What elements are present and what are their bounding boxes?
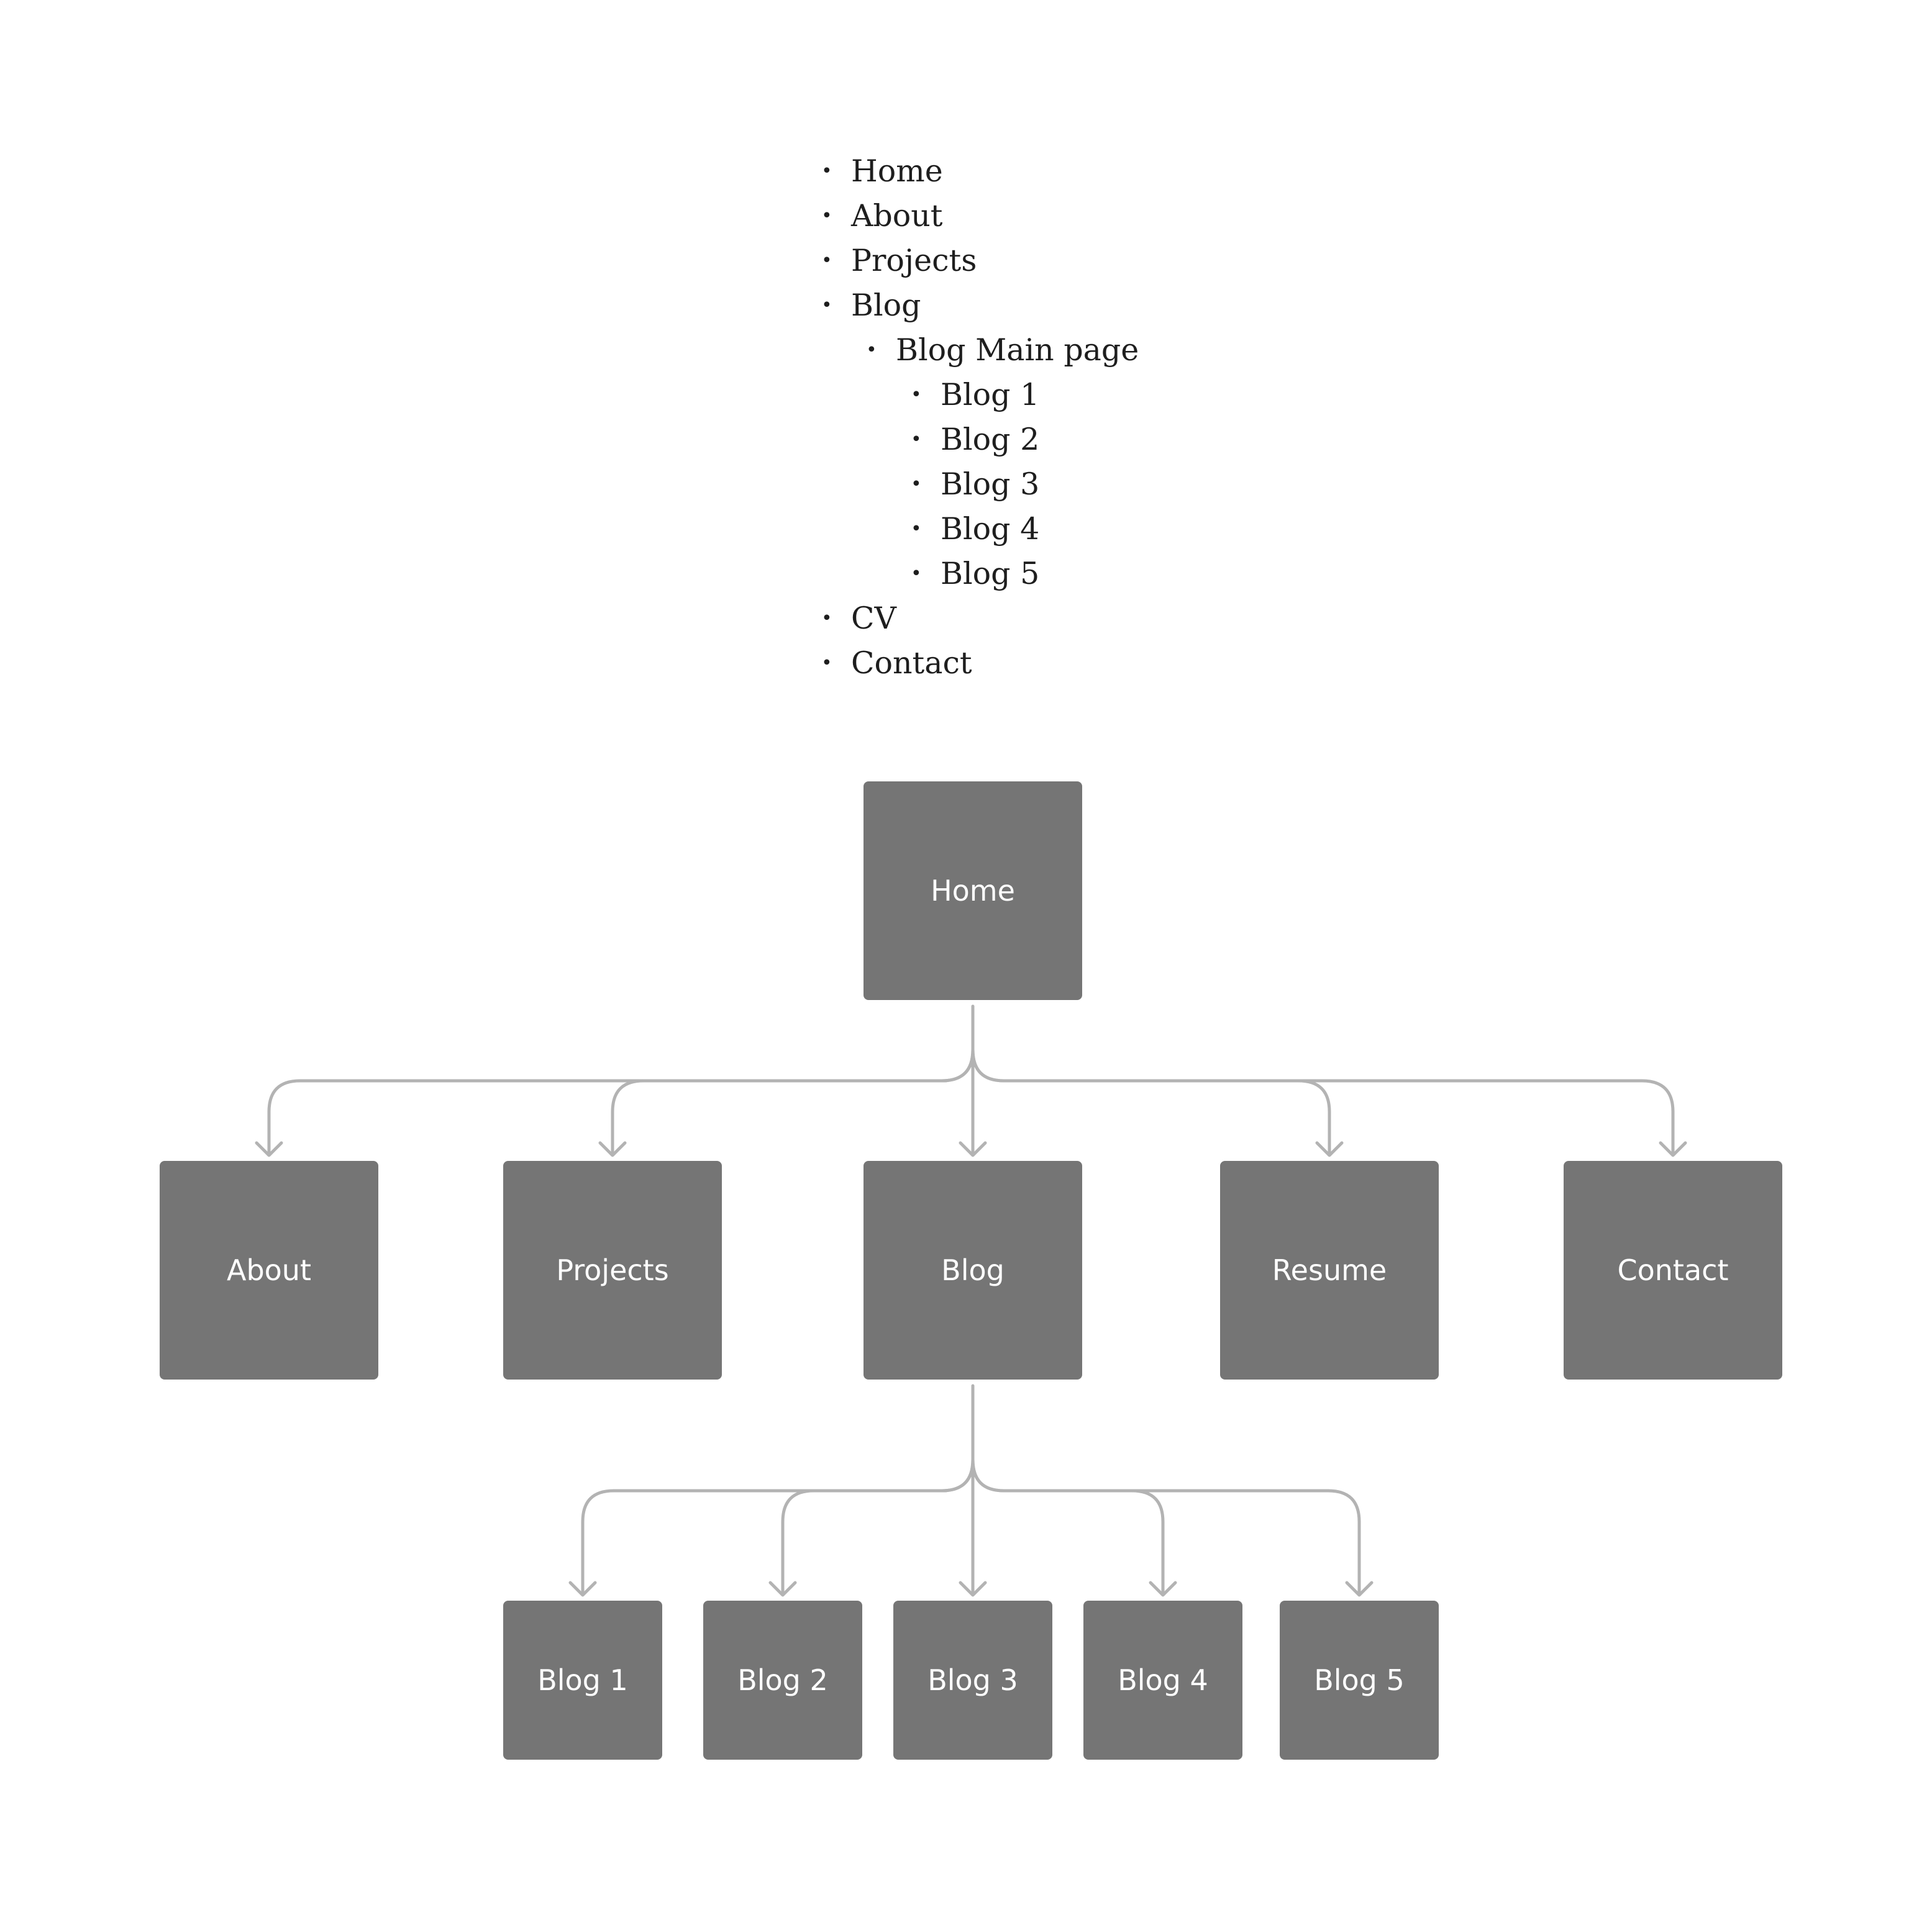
node-label: Blog 4 bbox=[1118, 1663, 1208, 1697]
outline-item-blog-2: • Blog 2 bbox=[808, 417, 1139, 462]
bullet-icon: • bbox=[821, 607, 832, 629]
outline-item-blog-1: • Blog 1 bbox=[808, 373, 1139, 417]
level2-arrowheads bbox=[568, 1581, 1374, 1597]
connector-home-contact bbox=[971, 1048, 1675, 1156]
connector-blog-blog1 bbox=[581, 1458, 975, 1596]
node-label: Blog 2 bbox=[737, 1663, 828, 1697]
outline-label: Blog 1 bbox=[941, 377, 1040, 412]
outline-label: Blog Main page bbox=[896, 332, 1139, 368]
node-contact: Contact bbox=[1564, 1161, 1782, 1380]
bullet-icon: • bbox=[911, 563, 922, 584]
node-label: About bbox=[226, 1253, 311, 1287]
node-blog-4: Blog 4 bbox=[1083, 1601, 1242, 1760]
outline-label: Blog 4 bbox=[941, 511, 1040, 547]
node-projects: Projects bbox=[503, 1161, 722, 1380]
node-label: Resume bbox=[1272, 1253, 1387, 1287]
node-blog-3: Blog 3 bbox=[893, 1601, 1052, 1760]
arrow-down-icon bbox=[568, 1581, 597, 1597]
outline-label: Blog bbox=[851, 288, 921, 323]
arrow-down-icon bbox=[1149, 1581, 1177, 1597]
outline-label: Contact bbox=[851, 645, 972, 681]
bullet-icon: • bbox=[911, 518, 922, 540]
outline-label: Blog 3 bbox=[941, 466, 1040, 502]
node-label: Blog 1 bbox=[537, 1663, 628, 1697]
arrow-down-icon bbox=[598, 1141, 627, 1157]
connector-blog-blog5 bbox=[971, 1458, 1361, 1596]
arrow-down-icon bbox=[959, 1581, 987, 1597]
node-label: Blog 5 bbox=[1314, 1663, 1405, 1697]
arrow-down-icon bbox=[768, 1581, 797, 1597]
outline-item-home: • Home bbox=[808, 149, 1139, 194]
outline-item-blog-5: • Blog 5 bbox=[808, 552, 1139, 596]
outline-item-projects: • Projects bbox=[808, 239, 1139, 283]
bullet-icon: • bbox=[821, 250, 832, 271]
outline-label: CV bbox=[851, 601, 896, 636]
outline-item-contact: • Contact bbox=[808, 641, 1139, 686]
connector-home-resume bbox=[971, 1048, 1331, 1156]
arrow-down-icon bbox=[1345, 1581, 1374, 1597]
node-resume: Resume bbox=[1220, 1161, 1439, 1380]
outline-label: Blog 5 bbox=[941, 556, 1040, 591]
connector-blog-blog4 bbox=[971, 1458, 1165, 1596]
connector-home-about bbox=[267, 1048, 975, 1156]
sitemap-outline: • Home • About • Projects • Blog • Blog Main … bbox=[808, 149, 1139, 686]
outline-label: Blog 2 bbox=[941, 422, 1040, 457]
bullet-icon: • bbox=[821, 160, 832, 182]
outline-item-blog-4: • Blog 4 bbox=[808, 507, 1139, 552]
arrow-down-icon bbox=[1659, 1141, 1687, 1157]
blog-connectors bbox=[581, 1384, 1361, 1596]
bullet-icon: • bbox=[821, 294, 832, 316]
bullet-icon: • bbox=[911, 429, 922, 450]
outline-item-about: • About bbox=[808, 194, 1139, 239]
node-blog-2: Blog 2 bbox=[703, 1601, 862, 1760]
outline-label: Home bbox=[851, 153, 943, 189]
node-label: Blog 3 bbox=[927, 1663, 1018, 1697]
bullet-icon: • bbox=[821, 205, 832, 227]
node-label: Home bbox=[931, 874, 1015, 907]
outline-label: About bbox=[851, 198, 943, 234]
connector-blog-blog2 bbox=[781, 1458, 975, 1596]
bullet-icon: • bbox=[866, 339, 877, 361]
outline-item-blog-3: • Blog 3 bbox=[808, 462, 1139, 507]
node-blog-5: Blog 5 bbox=[1280, 1601, 1439, 1760]
bullet-icon: • bbox=[911, 384, 922, 406]
connector-home-projects bbox=[611, 1048, 975, 1156]
arrow-down-icon bbox=[1315, 1141, 1344, 1157]
arrow-down-icon bbox=[959, 1141, 987, 1157]
level1-arrowheads bbox=[255, 1141, 1687, 1157]
node-blog-1: Blog 1 bbox=[503, 1601, 662, 1760]
home-connectors bbox=[267, 1004, 1675, 1156]
node-label: Contact bbox=[1617, 1253, 1729, 1287]
outline-item-cv: • CV bbox=[808, 596, 1139, 641]
arrow-down-icon bbox=[255, 1141, 283, 1157]
node-about: About bbox=[160, 1161, 378, 1380]
node-home: Home bbox=[863, 781, 1082, 1000]
node-label: Blog bbox=[941, 1253, 1005, 1287]
outline-label: Projects bbox=[851, 243, 977, 278]
node-blog: Blog bbox=[863, 1161, 1082, 1380]
node-label: Projects bbox=[556, 1253, 669, 1287]
bullet-icon: • bbox=[911, 473, 922, 495]
outline-item-blog: • Blog bbox=[808, 283, 1139, 328]
bullet-icon: • bbox=[821, 652, 832, 674]
outline-item-blog-main-page: • Blog Main page bbox=[808, 328, 1139, 373]
